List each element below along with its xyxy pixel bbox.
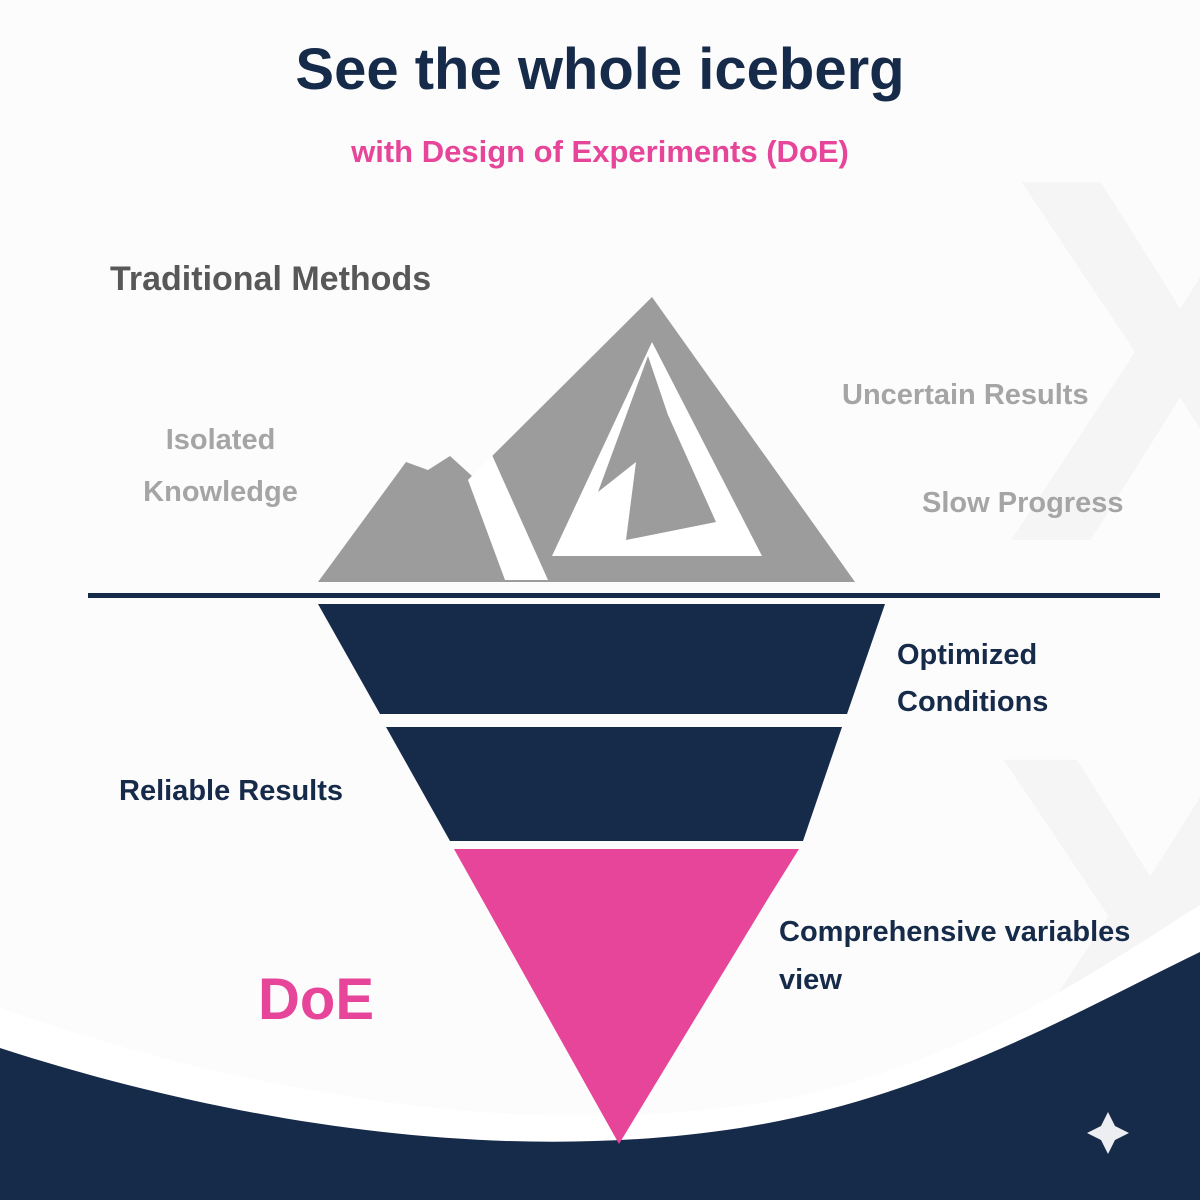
traditional-methods-heading: Traditional Methods: [110, 260, 432, 298]
label-comprehensive-variables-view: Comprehensive variables view: [779, 916, 1131, 996]
page-subtitle: with Design of Experiments (DoE): [351, 134, 849, 169]
funnel-segment-2: [386, 727, 842, 841]
brand-mark: [1087, 1112, 1129, 1154]
iceberg-inner-crack: [598, 356, 716, 540]
label-reliable-results: Reliable Results: [119, 775, 344, 807]
label-isolated-knowledge: Isolated Knowledge: [143, 424, 298, 509]
page-title: See the whole iceberg: [295, 37, 905, 102]
funnel-segment-1: [318, 604, 885, 714]
watermark-letter-top: X: [1007, 70, 1200, 651]
doe-label: DoE: [258, 967, 374, 1032]
label-slow-progress: Slow Progress: [922, 487, 1124, 519]
doe-triangle: [454, 849, 799, 1144]
label-optimized-conditions: Optimized Conditions: [897, 639, 1049, 718]
iceberg-notch-cutout: [468, 455, 548, 580]
label-uncertain-results: Uncertain Results: [842, 379, 1089, 411]
waterline: [88, 593, 1160, 598]
bottom-wave: [0, 952, 1200, 1200]
